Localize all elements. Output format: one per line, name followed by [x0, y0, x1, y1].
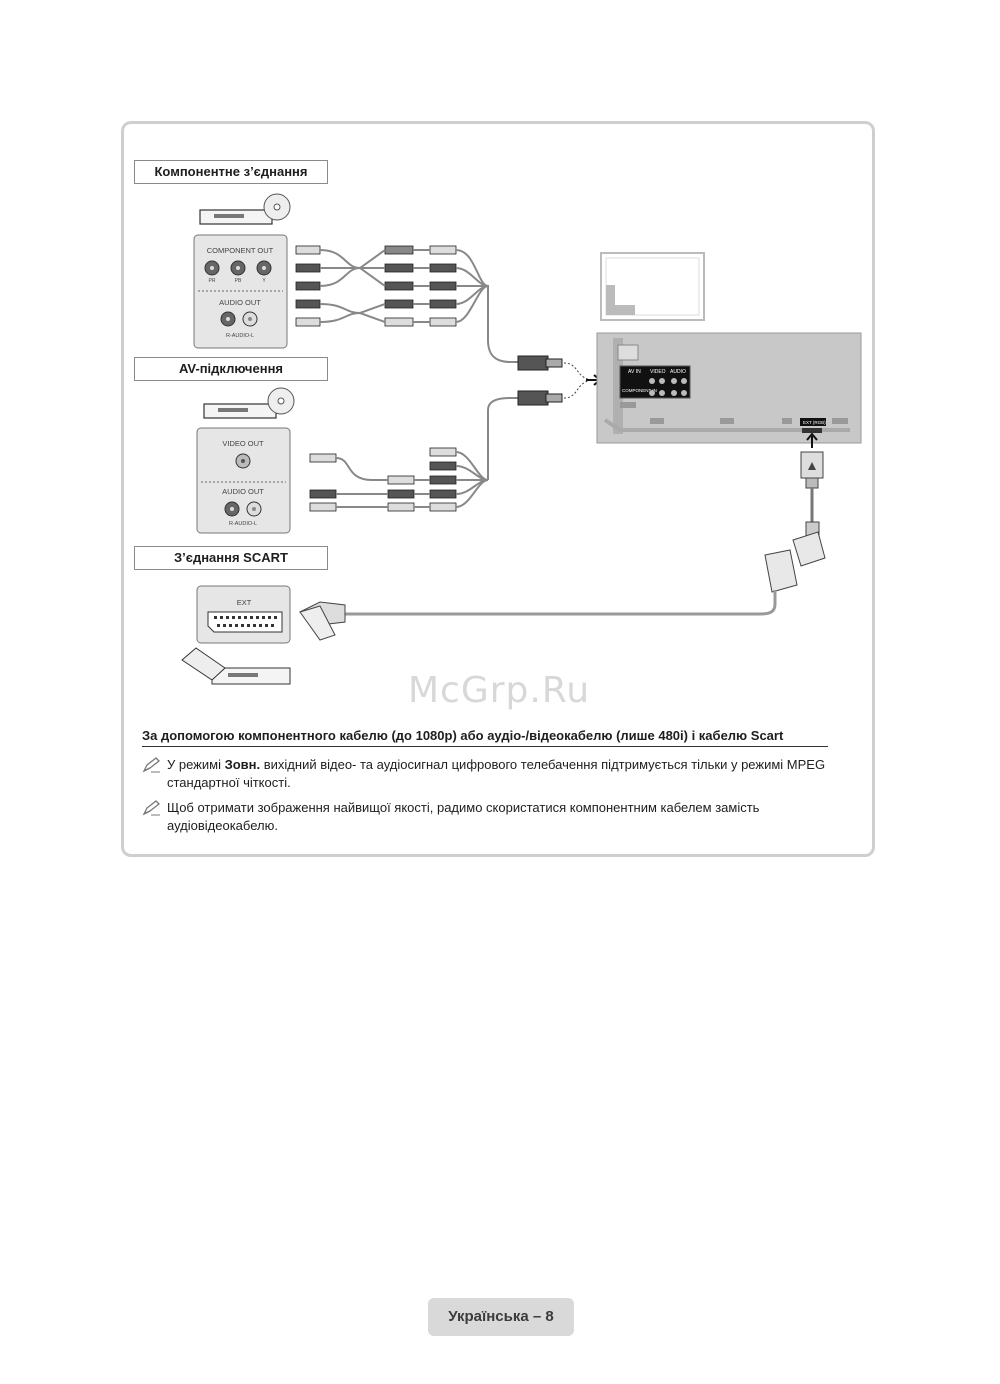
- av-out-panel: VIDEO OUT AUDIO OUT R-AUDIO-L: [196, 427, 291, 534]
- note-1-bold: Зовн.: [224, 757, 261, 772]
- scart-cable: [298, 451, 826, 641]
- tv-input-plugs: [517, 355, 602, 406]
- component-out-text: COMPONENT OUT: [207, 246, 274, 255]
- component-cable-wires: [319, 249, 520, 363]
- dvd-player-av-icon: [203, 387, 295, 419]
- component-in-text: COMPONENT IN: [622, 388, 657, 393]
- pb-text: PB: [235, 278, 242, 284]
- audio-out-text: AUDIO OUT: [219, 298, 261, 307]
- video-text: VIDEO: [650, 369, 666, 375]
- av-audio-out-text: AUDIO OUT: [222, 487, 264, 496]
- note-2: Щоб отримати зображення найвищої якості,…: [142, 799, 862, 835]
- note-1-post: вихідний відео- та аудіосигнал цифрового…: [167, 757, 826, 790]
- component-out-panel: COMPONENT OUT PR PB Y AUDIO OUT R-AUDIO-…: [193, 234, 288, 349]
- note-1-pre: У режимі: [167, 757, 225, 772]
- av-r-audio-l-text: R-AUDIO-L: [229, 521, 257, 527]
- y-text: Y: [262, 278, 266, 284]
- tv-rear-panel: AV IN VIDEO AUDIO COMPONENT IN EXT (RGB): [596, 332, 862, 444]
- instructions-heading: За допомогою компонентного кабелю (до 10…: [142, 728, 828, 747]
- av-cable-plugs: [309, 447, 457, 512]
- content-frame: [121, 121, 875, 857]
- av-in-text: AV IN: [628, 369, 641, 375]
- scart-connection-label: З’єднання SCART: [134, 546, 328, 570]
- component-connection-label: Компонентне з’єднання: [134, 160, 328, 184]
- ext-arrow-icon: [806, 432, 818, 448]
- note-1: У режимі Зовн. вихідний відео- та аудіос…: [142, 756, 862, 792]
- pr-text: PR: [209, 278, 216, 284]
- ext-text: EXT: [237, 598, 252, 607]
- connection-diagram: COMPONENT OUT PR PB Y AUDIO OUT R-AUDIO-…: [181, 193, 862, 685]
- video-out-text: VIDEO OUT: [222, 439, 264, 448]
- dvd-player-component-icon: [199, 193, 291, 225]
- ext-rgb-text: EXT (RGB): [803, 420, 826, 425]
- note-pencil-icon: [142, 757, 160, 773]
- component-cable-plugs: [295, 245, 457, 327]
- note-2-text: Щоб отримати зображення найвищої якості,…: [167, 800, 760, 833]
- audio-text: AUDIO: [670, 369, 686, 375]
- page-footer-badge: Українська – 8: [428, 1298, 574, 1336]
- av-connection-label: AV-підключення: [134, 357, 328, 381]
- ext-scart-panel: EXT: [196, 585, 291, 644]
- r-audio-l-text: R-AUDIO-L: [226, 333, 254, 339]
- note-pencil-icon: [142, 800, 160, 816]
- watermark: McGrp.Ru: [408, 670, 591, 711]
- av-cable-wires: [335, 397, 520, 508]
- scart-device-icon: [181, 647, 291, 685]
- tv-front-icon: [600, 252, 705, 321]
